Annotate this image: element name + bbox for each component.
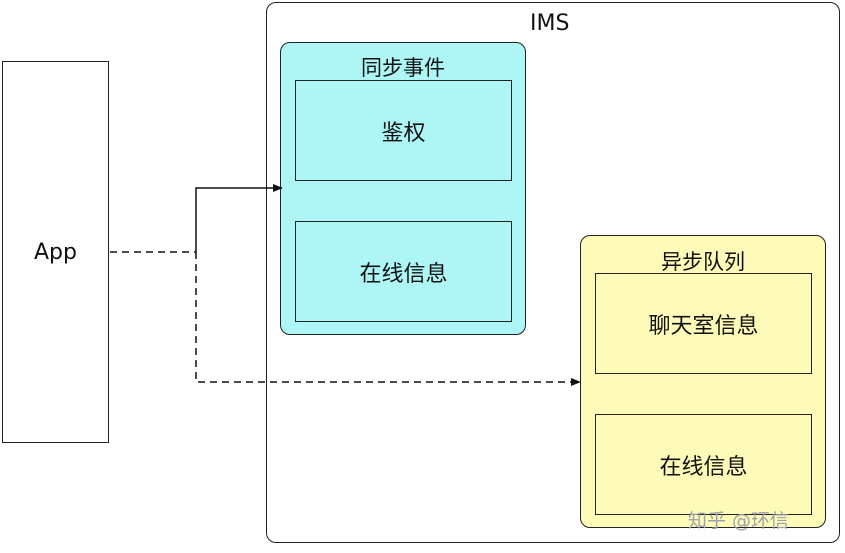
app-label: App xyxy=(34,240,77,265)
async-item-chatroom-info: 聊天室信息 xyxy=(595,273,812,374)
sync-events-title: 同步事件 xyxy=(361,56,445,80)
sync-events-group: 同步事件 xyxy=(280,42,526,335)
async-queue-title: 异步队列 xyxy=(661,250,745,274)
sync-item-auth: 鉴权 xyxy=(295,80,512,181)
async-item-online-info: 在线信息 xyxy=(595,414,812,515)
sync-arrow xyxy=(195,184,283,252)
app-node: App xyxy=(2,61,109,443)
watermark: 知乎 @环信 xyxy=(688,510,790,532)
sync-item-online-info: 在线信息 xyxy=(295,221,512,322)
async-queue-group: 异步队列 xyxy=(580,235,826,528)
async-arrow xyxy=(195,252,581,386)
ims-title: IMS xyxy=(530,11,570,36)
